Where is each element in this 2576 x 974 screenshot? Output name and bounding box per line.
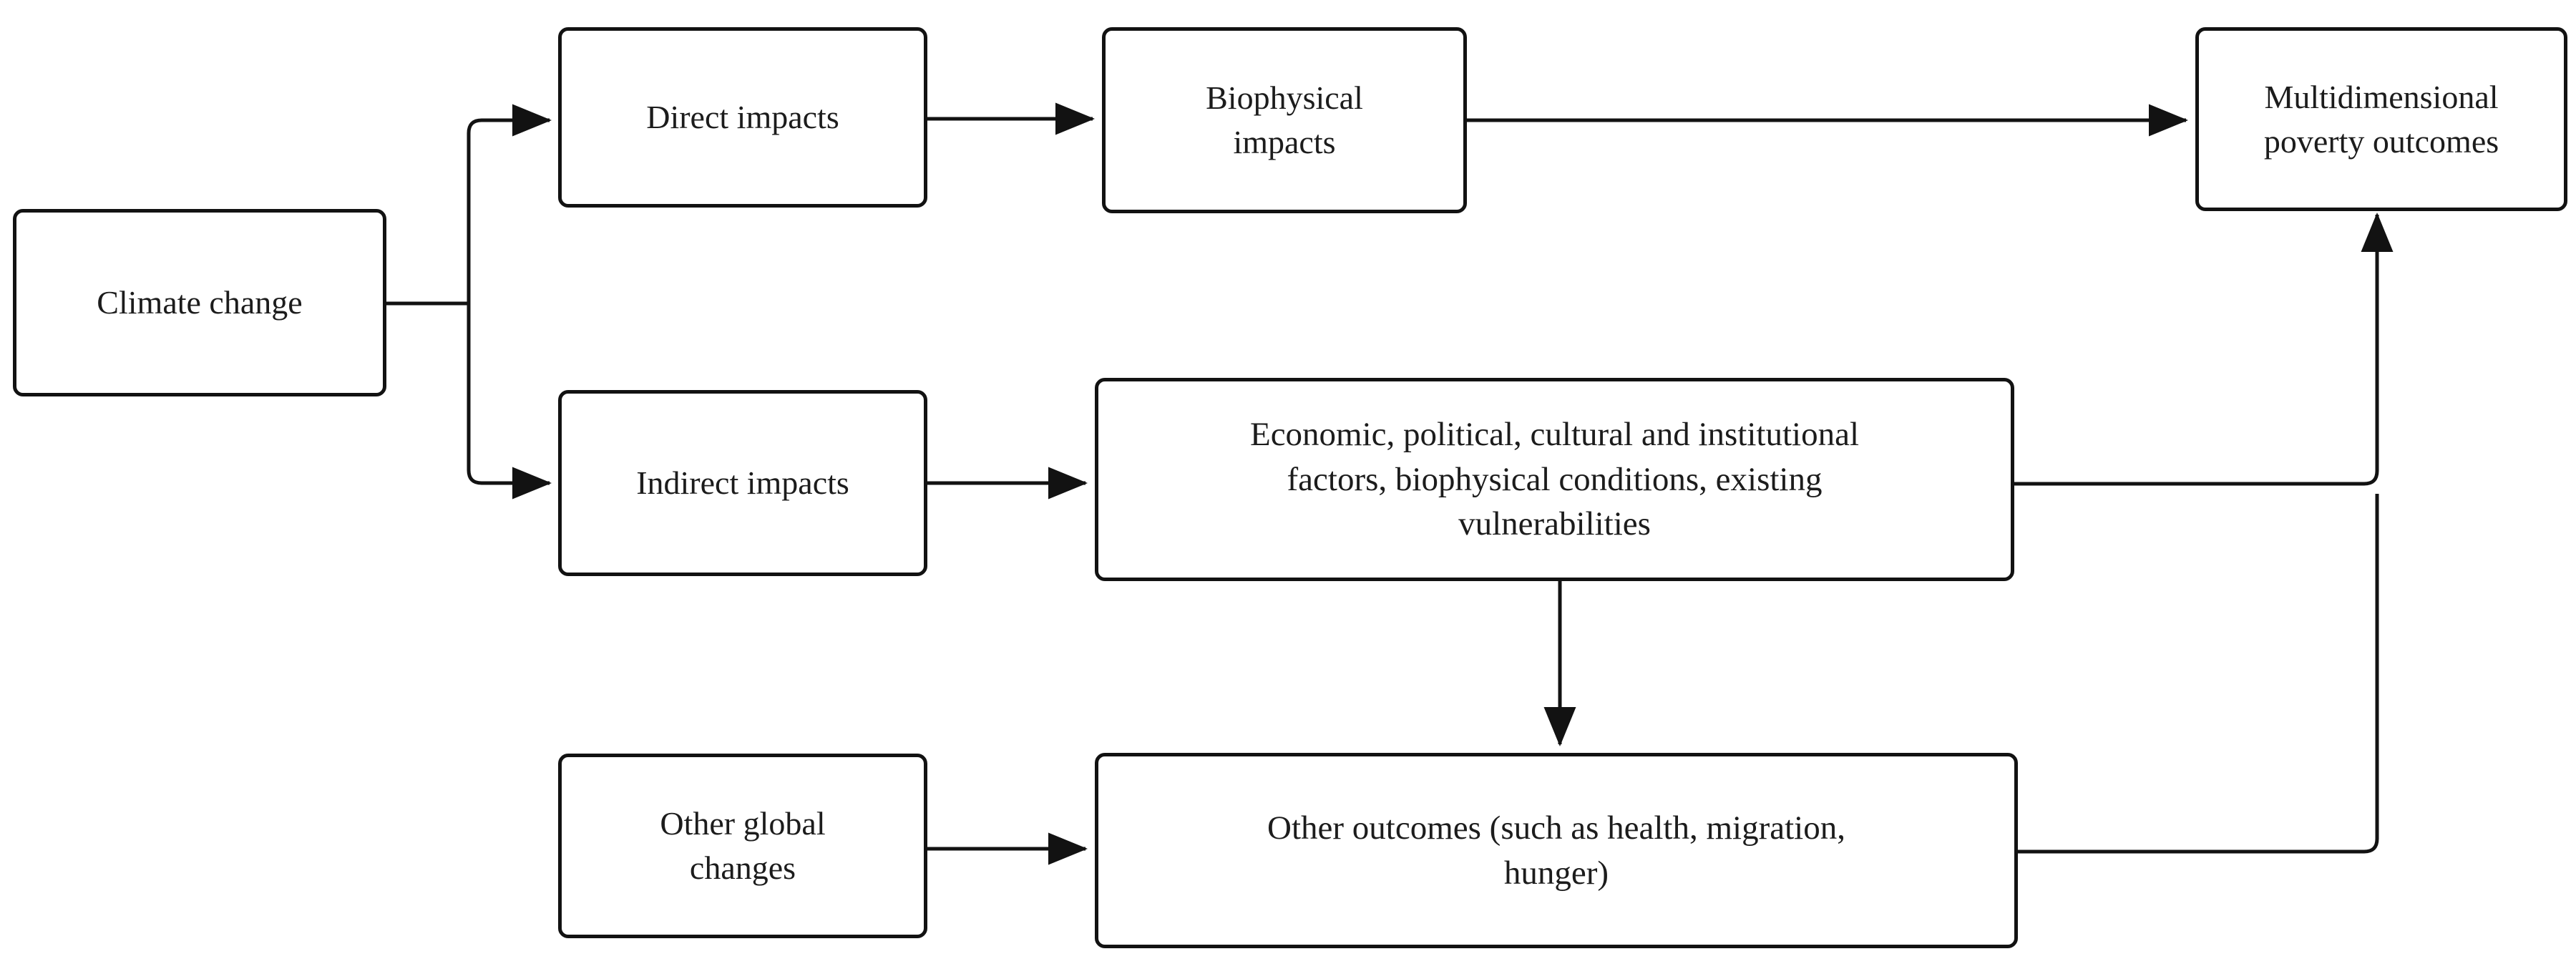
node-factors-conditions-vulnerabilities[interactable]: Economic, political, cultural and instit… — [1095, 378, 2014, 581]
node-multidimensional-poverty-outcomes[interactable]: Multidimensional poverty outcomes — [2195, 27, 2567, 211]
node-label: Climate change — [97, 284, 303, 321]
node-label: Direct impacts — [646, 99, 839, 136]
edge-other-outcomes-to-poverty — [2018, 494, 2379, 854]
node-climate-change[interactable]: Climate change — [13, 209, 386, 396]
node-indirect-impacts[interactable]: Indirect impacts — [558, 390, 927, 576]
node-biophysical-impacts[interactable]: Biophysical impacts — [1102, 27, 1467, 213]
edge-branch-drop — [467, 303, 545, 485]
node-label: Other outcomes (such as health, migratio… — [1267, 809, 1845, 892]
edge-factors-to-poverty — [2014, 215, 2379, 486]
node-label: Multidimensional poverty outcomes — [2263, 78, 2499, 160]
node-label: Indirect impacts — [636, 464, 849, 502]
edge-branch-riser — [467, 118, 545, 303]
node-label: Biophysical impacts — [1206, 79, 1363, 160]
node-direct-impacts[interactable]: Direct impacts — [558, 27, 927, 208]
node-other-global-changes[interactable]: Other global changes — [558, 754, 927, 938]
node-label: Other global changes — [660, 805, 826, 886]
node-other-outcomes[interactable]: Other outcomes (such as health, migratio… — [1095, 753, 2018, 948]
node-label: Economic, political, cultural and instit… — [1249, 415, 1860, 543]
